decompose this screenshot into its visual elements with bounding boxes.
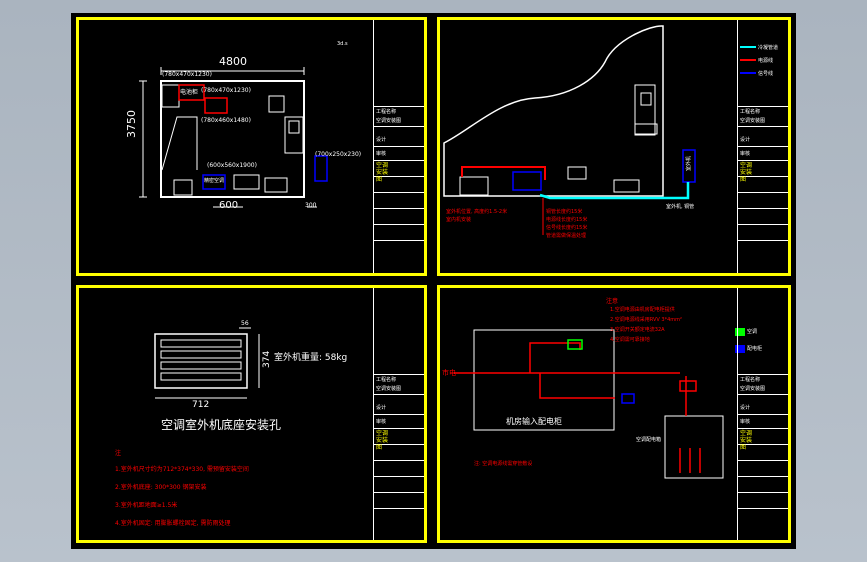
- dim-height: 3750: [125, 110, 138, 138]
- label-top: (780x470x1230): [162, 71, 212, 78]
- outdoor-unit-drawing: [154, 327, 260, 399]
- sheet-outdoor-base[interactable]: 56 712 374 室外机重量: 58kg 空调室外机底座安装孔 注 1.室外…: [76, 285, 427, 543]
- note-1: 1.室外机尺寸约为712*374*330, 需预留安装空间: [115, 466, 249, 473]
- dim-height: 374: [262, 350, 272, 368]
- tb-stamp: 空调安装图: [376, 430, 389, 451]
- label-red-box: 电池柜: [180, 89, 199, 96]
- tb-stamp: 空调安装图: [740, 162, 753, 183]
- notes-heading: 注: [115, 450, 122, 457]
- note-4: 4.室外机固定: 用膨胀螺栓固定, 需防雨处理: [115, 520, 231, 527]
- weight-label: 室外机重量: 58kg: [274, 353, 348, 363]
- cad-model-space: 4800 3750 600 300 3d.s (780x470x1230) (7…: [71, 13, 796, 549]
- note-3: 3.空调开关额定电流32A: [610, 327, 665, 333]
- tb-drawing: 空调安装图: [376, 118, 402, 124]
- note-1: 1.空调电源由机房配电柜提供: [610, 307, 675, 313]
- sheet-power-wiring[interactable]: 注意 1.空调电源由机房配电柜提供 2.空调电源线采用RVV 3*4mm² 3.…: [437, 285, 791, 543]
- sheet-piping-layout[interactable]: 冷凝管道 电源线 信号线 室外机 室外机位置, 高度约1.5-2米 室内机安装 …: [437, 17, 791, 276]
- note-2: 2.空调电源线采用RVV 3*4mm²: [610, 317, 683, 323]
- note-left-1: 室外机位置, 高度约1.5-2米: [446, 209, 508, 215]
- tb-design: 设计: [740, 405, 751, 411]
- legend-cabinet: 配电柜: [747, 346, 763, 352]
- tb-project: 工程名称: [376, 377, 397, 383]
- floor-plan-drawing: [139, 67, 328, 208]
- tb-drawing: 空调安装图: [740, 386, 766, 392]
- legend-ac: 空调: [747, 329, 758, 335]
- label-c: (600x560x1900): [207, 162, 257, 169]
- label-blue-box: 精密空调: [204, 178, 225, 184]
- note-3: 3.室外机距地面≥1.5米: [115, 502, 178, 509]
- note-below: 室外机, 铜管: [666, 204, 695, 210]
- label-b: (780x460x1480): [201, 117, 251, 124]
- drawing-title: 空调室外机底座安装孔: [161, 418, 282, 432]
- legend-signal: 信号线: [758, 71, 774, 77]
- piping-drawing: [443, 25, 756, 235]
- dim-300: 300: [305, 202, 317, 209]
- tb-design: 设计: [376, 405, 387, 411]
- note-right-1: 铜管长度约15米: [546, 209, 583, 215]
- tb-design: 设计: [376, 137, 387, 143]
- distribution-box-label: 空调配电箱: [636, 437, 662, 443]
- dim-600: 600: [219, 200, 239, 211]
- note-right-2: 电源线长度约15米: [546, 217, 588, 223]
- dim-width: 4800: [219, 55, 247, 68]
- tb-check: 审核: [740, 419, 751, 425]
- tb-drawing: 空调安装图: [740, 118, 766, 124]
- tb-project: 工程名称: [376, 109, 397, 115]
- tb-project: 工程名称: [740, 377, 761, 383]
- note-right-4: 管道需做保温处理: [546, 233, 587, 239]
- note-right-3: 信号线长度约15米: [546, 225, 588, 231]
- notes-heading: 注意: [606, 298, 619, 305]
- legend-power: 电源线: [758, 58, 774, 64]
- label-a: (780x470x1230): [201, 87, 251, 94]
- tb-stamp: 空调安装图: [376, 162, 389, 183]
- note-left-2: 室内机安装: [446, 217, 472, 223]
- sheet-floor-plan[interactable]: 4800 3750 600 300 3d.s (780x470x1230) (7…: [76, 17, 427, 276]
- legend-pipe: 冷凝管道: [758, 45, 779, 51]
- tb-drawing: 空调安装图: [376, 386, 402, 392]
- cabinet-label: 机房输入配电柜: [506, 417, 562, 426]
- dim-top: 56: [241, 320, 249, 327]
- input-label: 市电: [442, 369, 456, 377]
- title-block: 工程名称 空调安装图 设计 审核 空调安装图: [737, 288, 788, 540]
- note-2: 2.室外机底座: 300*300 钢架安装: [115, 484, 207, 491]
- wiring-drawing: [454, 328, 745, 479]
- tb-design: 设计: [740, 137, 751, 143]
- tb-check: 审核: [740, 151, 751, 157]
- tb-check: 审核: [376, 419, 387, 425]
- title-block: 工程名称 空调安装图 设计 审核 空调安装图: [373, 20, 424, 273]
- title-block: 工程名称 空调安装图 设计 审核 空调安装图: [373, 288, 424, 540]
- corner-note: 3d.s: [337, 41, 348, 47]
- note-4: 4.空调需可靠接地: [610, 337, 650, 343]
- label-right: (700x250x230): [315, 151, 362, 158]
- bottom-note: 注: 空调电源线需穿管敷设: [474, 461, 533, 467]
- tb-check: 审核: [376, 151, 387, 157]
- tb-stamp: 空调安装图: [740, 430, 753, 451]
- dim-width: 712: [192, 400, 210, 410]
- outdoor-unit-label: 室外机: [686, 155, 693, 172]
- title-block: 工程名称 空调安装图 设计 审核 空调安装图: [737, 20, 788, 273]
- tb-project: 工程名称: [740, 109, 761, 115]
